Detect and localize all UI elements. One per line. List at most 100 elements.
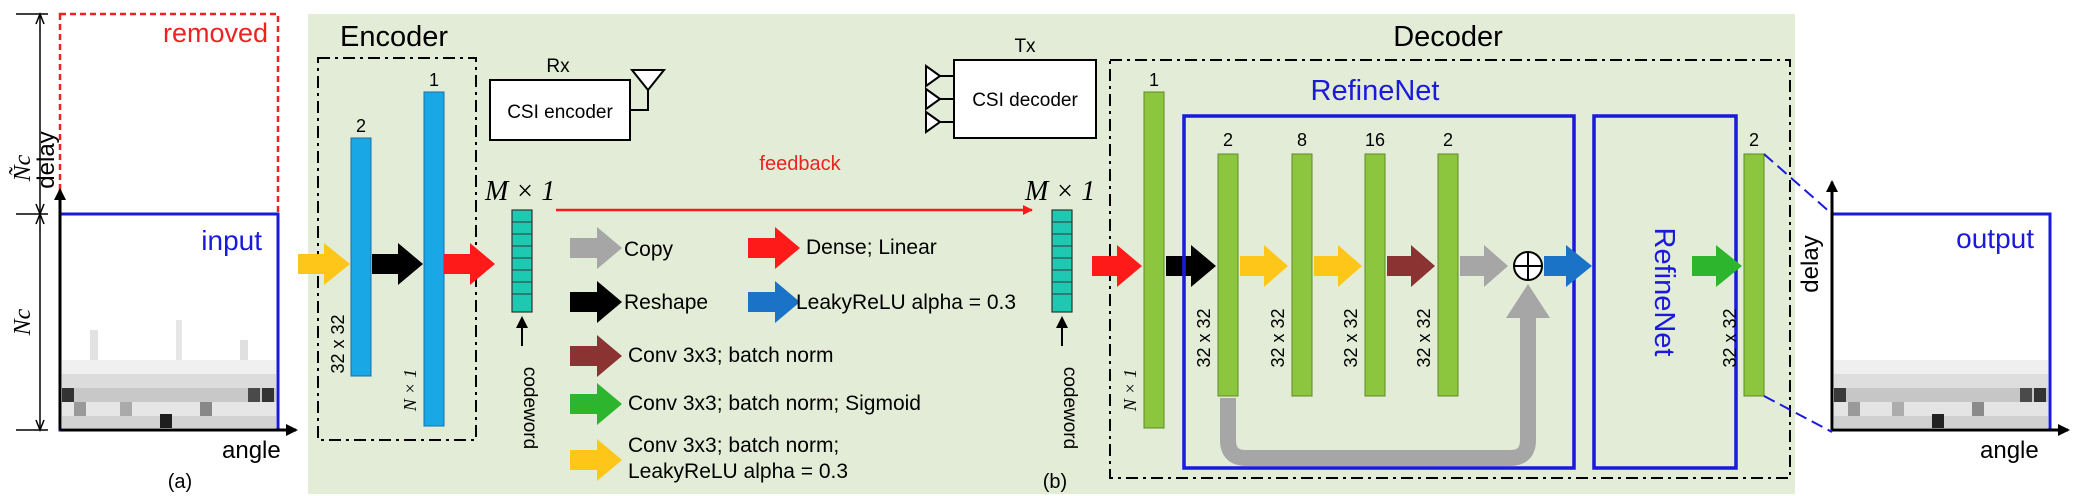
nc-tilde-label: Ñc bbox=[9, 154, 36, 182]
decoder-dim-1: 1 bbox=[1149, 70, 1159, 90]
legend-copy-label: Copy bbox=[624, 238, 674, 261]
delay-axis-label: delay bbox=[33, 131, 60, 188]
panel-a: removed input delay angle bbox=[9, 11, 298, 493]
csi-encoder-block: Rx CSI encoder bbox=[489, 56, 667, 141]
refinenet-block-label: RefineNet bbox=[1648, 228, 1680, 357]
dimension-brackets bbox=[16, 11, 48, 433]
legend-reshape-label: Reshape bbox=[624, 291, 708, 314]
encoder-dense-arrow bbox=[444, 243, 495, 285]
decoder-dense-arrow bbox=[1092, 245, 1142, 287]
output-size: 32 x 32 bbox=[1720, 308, 1740, 367]
legend-convbn-arrow bbox=[570, 335, 622, 377]
removed-region bbox=[58, 12, 280, 216]
encoder-dim-1: 1 bbox=[429, 70, 439, 90]
refine-yellow-arrow-1 bbox=[1240, 245, 1288, 287]
m1-right-label: M × 1 bbox=[1024, 176, 1095, 207]
codeword-left bbox=[511, 209, 533, 346]
codeword-left-label: codeword bbox=[519, 367, 540, 449]
codeword-right bbox=[1051, 209, 1073, 346]
decoder-size-n1: N × 1 bbox=[1120, 369, 1140, 412]
codeword-right-label: codeword bbox=[1059, 367, 1080, 449]
skip-connection-head bbox=[1506, 284, 1550, 318]
encoder-section: Encoder 2 1 32 x 32 N × 1 bbox=[298, 21, 495, 441]
legend-dense-label: Dense; Linear bbox=[806, 236, 937, 259]
output-dim: 2 bbox=[1749, 130, 1759, 150]
encoder-size-n1: N × 1 bbox=[400, 369, 420, 412]
feedback-label: feedback bbox=[759, 153, 841, 175]
plus-icon bbox=[1513, 251, 1543, 281]
refine-bar-3 bbox=[1364, 153, 1386, 397]
legend-leaky-label: LeakyReLU alpha = 0.3 bbox=[796, 291, 1016, 314]
input-yellow-arrow bbox=[298, 243, 350, 285]
legend-leaky-arrow bbox=[748, 281, 800, 323]
encoder-bar-2ch bbox=[350, 137, 372, 377]
legend-convleaky-arrow bbox=[570, 439, 622, 481]
encoder-reshape-arrow bbox=[372, 243, 423, 285]
refine-size-2: 32 x 32 bbox=[1268, 308, 1288, 367]
refine-bar-4 bbox=[1437, 153, 1459, 397]
legend-convsig-arrow bbox=[570, 383, 622, 425]
output-bar bbox=[1743, 153, 1765, 397]
panel-output: output delay angle bbox=[1797, 180, 2070, 464]
legend-convsig-label: Conv 3x3; batch norm; Sigmoid bbox=[628, 392, 921, 415]
m1-left-label: M × 1 bbox=[484, 176, 555, 207]
refinenet-box bbox=[1182, 114, 1576, 470]
output-angle-label: angle bbox=[1980, 437, 2039, 464]
refine-size-1: 32 x 32 bbox=[1194, 308, 1214, 367]
encoder-size-3232: 32 x 32 bbox=[328, 314, 348, 373]
refine-dim-2: 8 bbox=[1297, 130, 1307, 150]
removed-label: removed bbox=[163, 18, 268, 48]
refine-dim-3: 16 bbox=[1365, 130, 1385, 150]
refinenet-title: RefineNet bbox=[1311, 75, 1440, 107]
output-delay-label: delay bbox=[1797, 235, 1824, 292]
refine-copy-arrow bbox=[1460, 245, 1508, 287]
output-label: output bbox=[1956, 223, 2034, 254]
csi-encoder-label: CSI encoder bbox=[507, 102, 613, 123]
refine-bar-1 bbox=[1217, 153, 1239, 397]
output-sigmoid-arrow bbox=[1692, 245, 1742, 287]
projection-line-bottom bbox=[1763, 395, 1833, 433]
refine-dim-4: 2 bbox=[1443, 130, 1453, 150]
legend-dense-arrow bbox=[748, 227, 800, 269]
refine-bar-2 bbox=[1291, 153, 1313, 397]
csi-decoder-label: CSI decoder bbox=[972, 90, 1078, 111]
refine-size-4: 32 x 32 bbox=[1414, 308, 1434, 367]
rx-antenna-icon bbox=[629, 69, 667, 111]
legend-convleaky-label-2: LeakyReLU alpha = 0.3 bbox=[628, 460, 848, 483]
encoder-bar-n1 bbox=[423, 91, 445, 427]
refine-size-3: 32 x 32 bbox=[1341, 308, 1361, 367]
csi-decoder-block: Tx CSI decoder bbox=[925, 36, 1097, 139]
input-heatmap-pixels bbox=[62, 320, 276, 428]
legend: Copy Dense; Linear Reshape LeakyReLU alp… bbox=[570, 227, 1016, 483]
rx-label: Rx bbox=[546, 56, 570, 77]
legend-copy-arrow bbox=[570, 227, 622, 269]
decoder-title: Decoder bbox=[1393, 21, 1503, 53]
refine-dim-1: 2 bbox=[1223, 130, 1233, 150]
output-heatmap-pixels bbox=[1834, 360, 2048, 428]
refine-convbn-arrow bbox=[1387, 245, 1435, 287]
encoder-title: Encoder bbox=[340, 21, 448, 53]
encoder-dim-2: 2 bbox=[356, 116, 366, 136]
refinenet-block-2 bbox=[1592, 114, 1738, 470]
decoder-reshape-arrow bbox=[1166, 245, 1216, 287]
refine-bars bbox=[1217, 153, 1459, 397]
legend-reshape-arrow bbox=[570, 281, 622, 323]
decoder-bar-n1 bbox=[1143, 91, 1165, 429]
refine-leaky-arrow bbox=[1544, 245, 1592, 287]
nc-label: Nc bbox=[10, 308, 36, 336]
tx-label: Tx bbox=[1014, 36, 1036, 57]
decoder-section: Decoder 1 N × 1 RefineNet 2 8 16 2 32 x … bbox=[1092, 21, 1791, 479]
refine-yellow-arrow-2 bbox=[1314, 245, 1362, 287]
tx-antenna-icon bbox=[925, 64, 954, 134]
legend-convleaky-label-1: Conv 3x3; batch norm; bbox=[628, 434, 839, 457]
angle-axis-label: angle bbox=[222, 437, 281, 464]
input-label: input bbox=[201, 225, 262, 256]
legend-convbn-label: Conv 3x3; batch norm bbox=[628, 344, 833, 367]
panel-a-caption: (a) bbox=[168, 471, 192, 493]
skip-connection bbox=[1220, 318, 1536, 466]
projection-line-top bbox=[1763, 153, 1833, 215]
panel-b-caption: (b) bbox=[1043, 471, 1067, 493]
encoder-box bbox=[317, 57, 477, 441]
